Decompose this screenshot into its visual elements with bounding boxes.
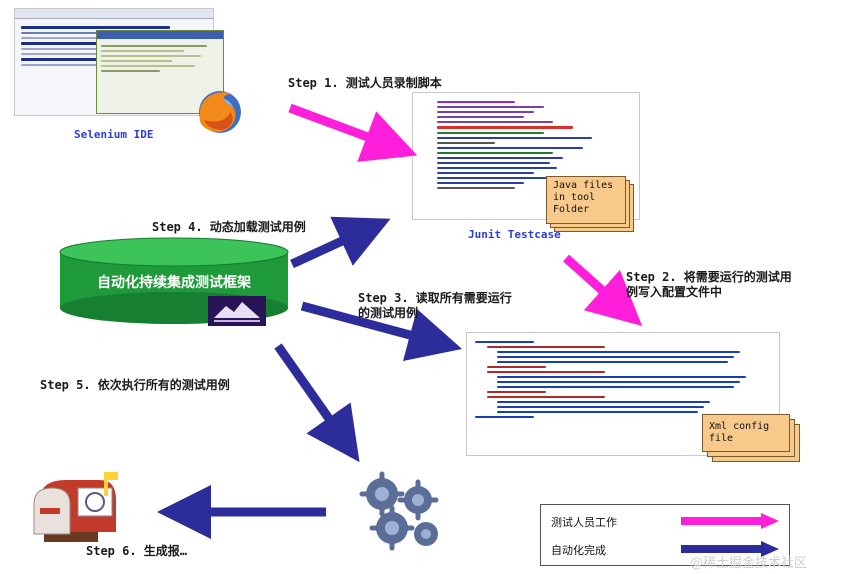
step1-label: Step 1. 测试人员录制脚本 — [288, 76, 442, 90]
xml-config-note: Xml config file — [702, 414, 802, 464]
legend-magenta-arrow — [681, 513, 779, 529]
step5-label: Step 5. 依次执行所有的测试用例 — [40, 378, 230, 392]
legend-blue-arrow — [681, 541, 779, 557]
cylinder-label: 自动化持续集成测试框架 — [97, 275, 251, 291]
arrow-step1 — [288, 103, 418, 162]
step4-label: Step 4. 动态加载测试用例 — [152, 220, 306, 234]
step6-label: Step 6. 生成报… — [86, 544, 188, 558]
legend-box: 测试人员工作 自动化完成 — [540, 504, 790, 566]
arrow-step4 — [290, 216, 391, 269]
step3-label-line2: 的测试用例 — [358, 306, 419, 320]
java-note-line-2: in tool — [553, 192, 596, 203]
xml-note-line-1: Xml config — [709, 421, 770, 432]
step2-label-line1: Step 2. 将需要运行的测试用 — [626, 270, 792, 284]
legend-item-tester: 测试人员工作 — [551, 516, 617, 529]
legend-item-auto: 自动化完成 — [551, 544, 606, 557]
junit-testcase-caption: Junit Testcase — [468, 228, 561, 241]
arrow-step2 — [563, 254, 643, 326]
arrow-step3 — [300, 301, 463, 362]
step3-label-line1: Step 3. 读取所有需要运行 — [358, 291, 512, 305]
mailbox-icon — [33, 472, 118, 542]
watermark: @稀土掘金技术社区 — [690, 556, 808, 571]
selenium-ide-panel — [96, 30, 224, 114]
step2-label-line2: 例写入配置文件中 — [626, 285, 723, 299]
gears-icon — [359, 471, 439, 551]
xml-config-screenshot — [466, 332, 780, 456]
java-files-note: Java files in tool Folder — [546, 176, 636, 232]
xml-note-line-2: file — [709, 433, 734, 444]
framework-logo — [208, 296, 266, 326]
java-note-line-3: Folder — [553, 204, 590, 215]
java-note-line-1: Java files — [553, 180, 614, 191]
firefox-icon — [199, 91, 241, 133]
selenium-ide-screenshot — [14, 8, 241, 133]
arrow-step5 — [274, 343, 360, 463]
selenium-ide-caption: Selenium IDE — [74, 128, 154, 141]
